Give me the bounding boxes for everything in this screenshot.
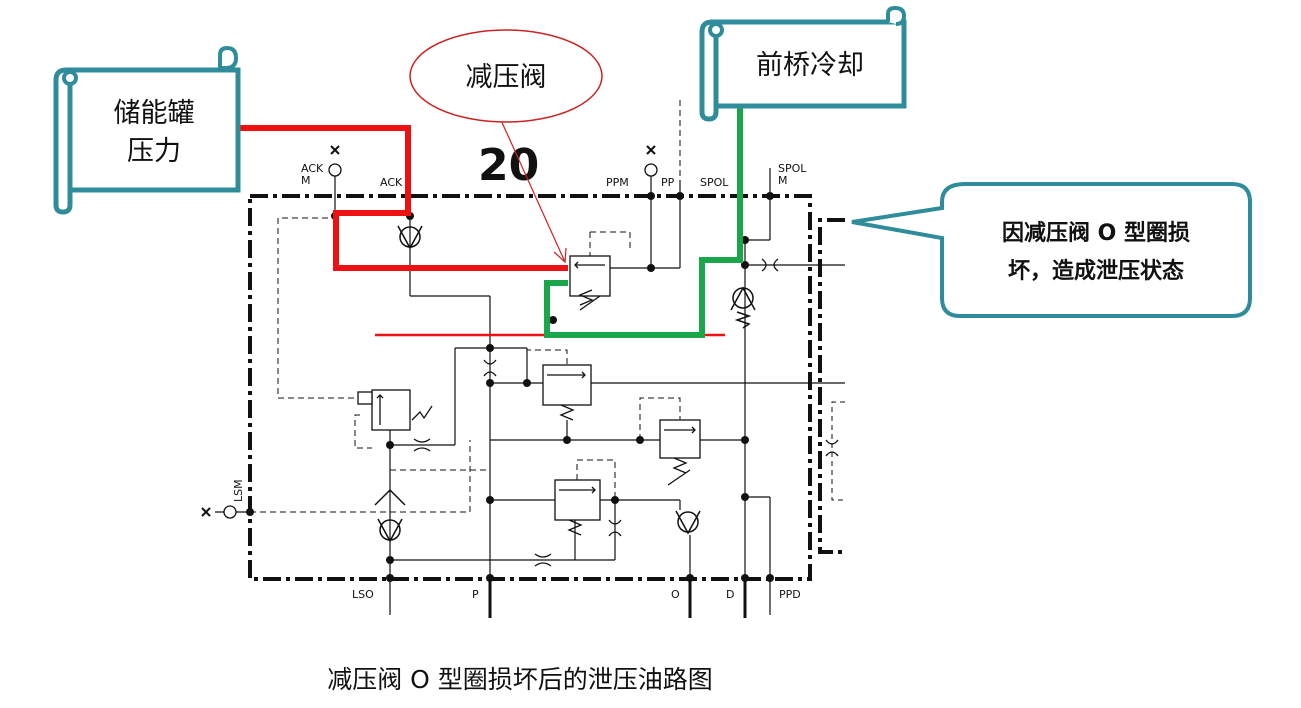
callout-line2: 坏，造成泄压状态 bbox=[1008, 258, 1184, 284]
port-label-lso: LSO bbox=[352, 588, 374, 601]
scroll-left-line1: 储能罐 bbox=[114, 98, 195, 129]
relief-valve-2 bbox=[659, 419, 701, 486]
relief-valve-3 bbox=[554, 479, 601, 536]
port-label-ackm-m: M bbox=[301, 174, 311, 187]
scroll-left-line2: 压力 bbox=[127, 136, 181, 167]
check-valve-o bbox=[675, 510, 701, 535]
right-partial-block bbox=[818, 218, 845, 554]
port-label-ack: ACK bbox=[380, 176, 403, 189]
ellipse-annotation: 减压阀 bbox=[409, 29, 603, 123]
pressure-reducing-valve bbox=[569, 255, 611, 311]
pilot-lines bbox=[250, 100, 681, 540]
port-label-ackm: ACK bbox=[301, 162, 324, 175]
port-label-lsm: LSM bbox=[232, 479, 245, 502]
bottom-port-stubs bbox=[488, 580, 747, 618]
check-valve-d bbox=[730, 286, 756, 329]
test-points bbox=[223, 163, 658, 519]
port-label-d: D bbox=[726, 588, 734, 601]
shuttle-lsm bbox=[374, 488, 406, 506]
callout-line1: 因减压阀 O 型圈损 bbox=[1002, 220, 1190, 246]
restrictors bbox=[413, 258, 839, 567]
diagram-caption: 减压阀 O 型圈损坏后的泄压油路图 bbox=[327, 665, 713, 694]
check-valve-lsm bbox=[377, 518, 403, 543]
right-inner-dashed bbox=[831, 401, 845, 501]
scroll-right-label: 前桥冷却 bbox=[756, 50, 864, 81]
port-label-spolm: SPOL bbox=[778, 162, 807, 175]
port-label-ppm: PPM bbox=[606, 176, 629, 189]
scroll-left: 储能罐 压力 bbox=[53, 45, 241, 215]
ellipse-label: 减压阀 bbox=[466, 62, 547, 93]
solenoid-valve bbox=[357, 389, 433, 431]
port-label-pp: PP bbox=[661, 176, 675, 189]
block-boundary bbox=[248, 194, 812, 581]
scroll-right: 前桥冷却 bbox=[699, 5, 907, 122]
port-label-ppd: PPD bbox=[779, 588, 801, 601]
port-label-o: O bbox=[671, 588, 680, 601]
hydraulic-lines bbox=[215, 168, 845, 615]
check-valve-ack bbox=[397, 225, 423, 250]
port-label-p: P bbox=[472, 588, 479, 601]
junction-dots bbox=[246, 192, 774, 582]
relief-valve-1 bbox=[542, 364, 592, 421]
callout-bubble: 因减压阀 O 型圈损 坏，造成泄压状态 bbox=[851, 182, 1252, 318]
port-label-spolm-m: M bbox=[778, 174, 788, 187]
test-point-crosses bbox=[201, 145, 656, 517]
green-leak-path bbox=[544, 108, 743, 338]
port-label-spol: SPOL bbox=[700, 176, 729, 189]
ellipse-pointer bbox=[499, 117, 567, 264]
red-pressure-path bbox=[240, 125, 568, 271]
